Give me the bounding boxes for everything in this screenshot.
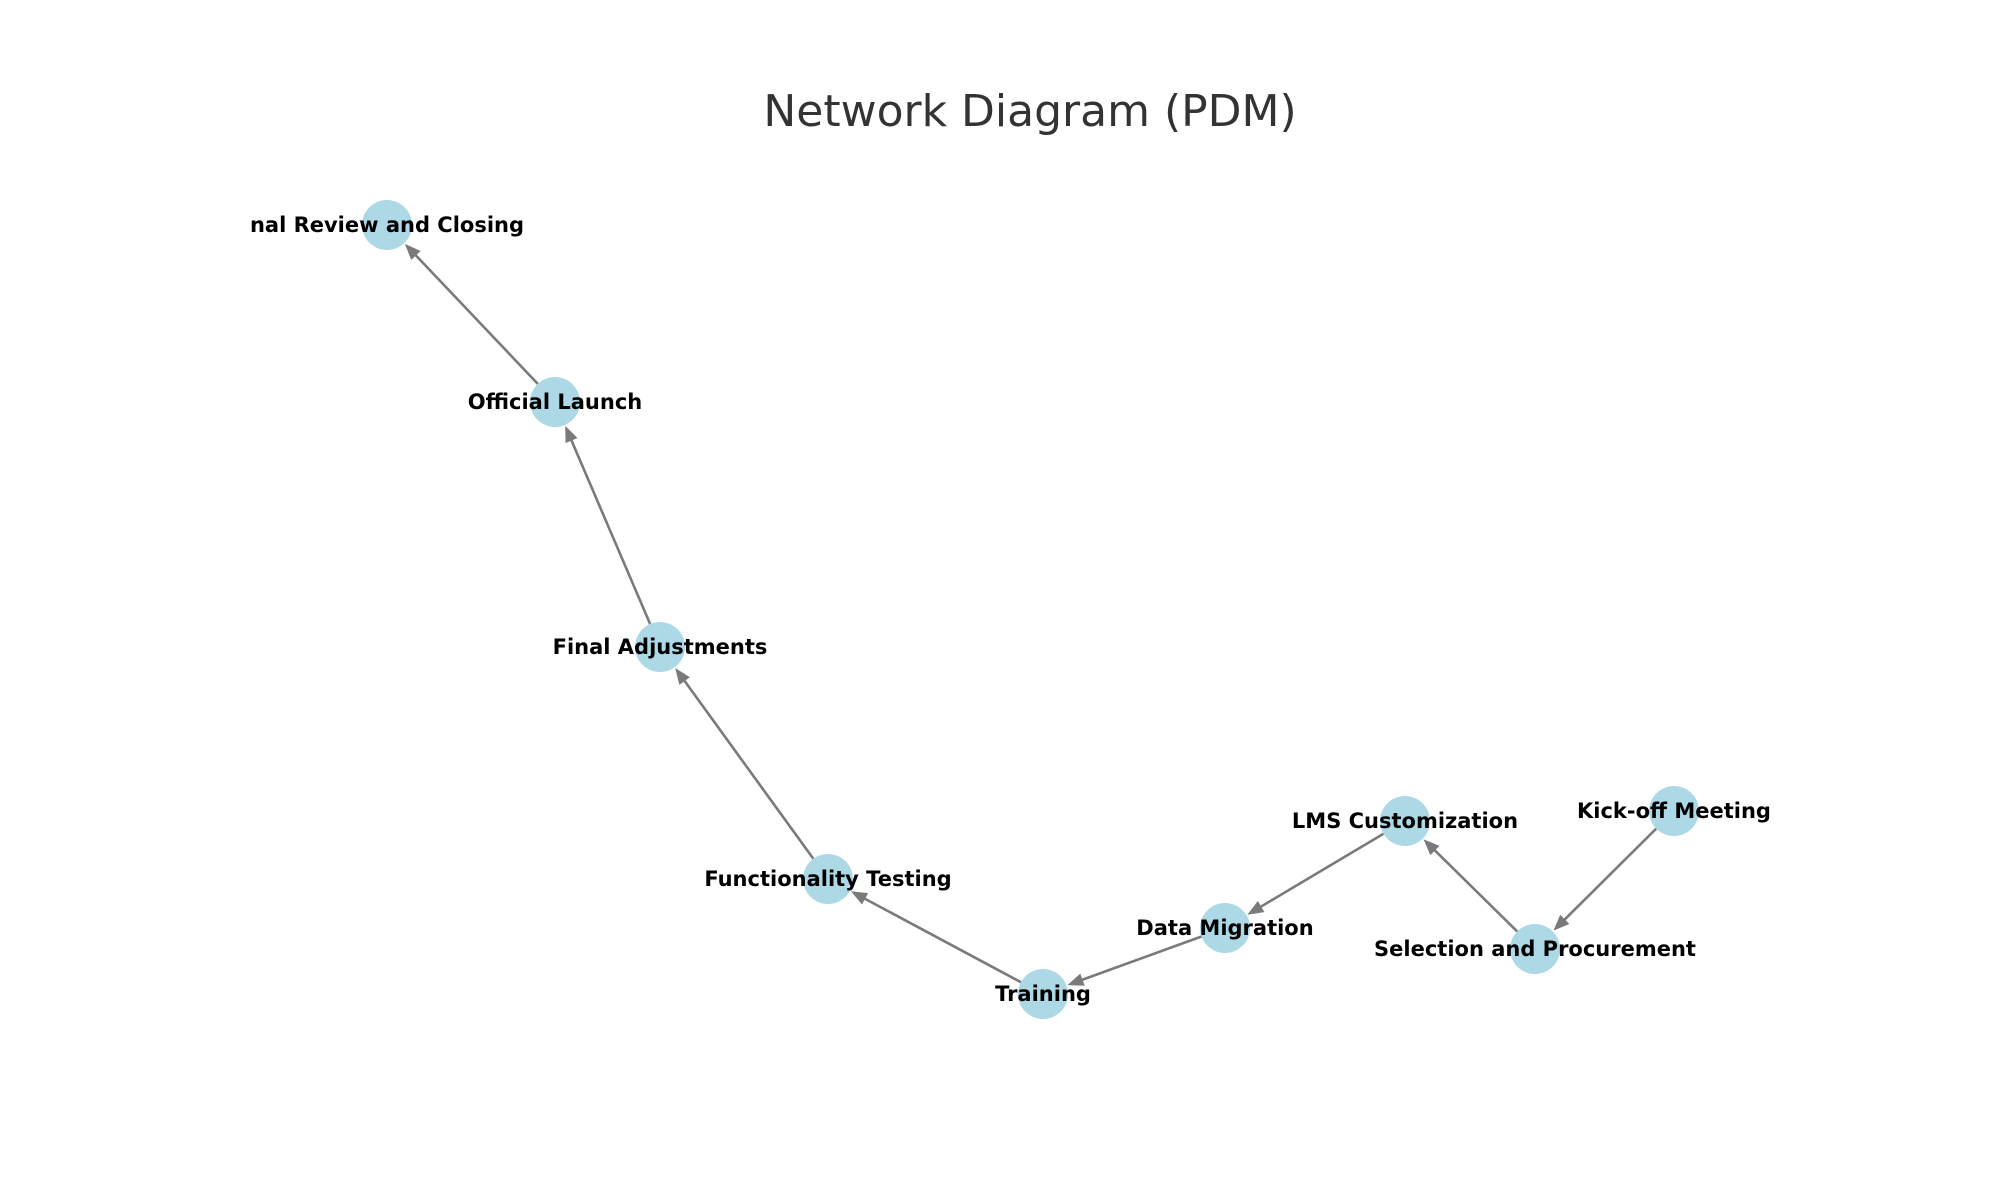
node-label-adjust: Final Adjustments: [553, 635, 768, 659]
node-lms: [1380, 796, 1430, 846]
edge-line: [1432, 848, 1519, 933]
node-label-migration: Data Migration: [1136, 916, 1313, 940]
edge-selection-to-lms: [1423, 839, 1519, 933]
node-testing: [803, 854, 853, 904]
arrowhead: [404, 243, 421, 260]
node-closing: [362, 200, 412, 250]
node-kickoff: [1649, 786, 1699, 836]
edge-kickoff-to-selection: [1553, 827, 1658, 931]
node-label-kickoff: Kick-off Meeting: [1577, 799, 1771, 823]
arrowhead: [565, 425, 578, 444]
edge-line: [413, 253, 539, 385]
node-launch: [530, 377, 580, 427]
edge-migration-to-training: [1067, 935, 1202, 986]
arrowhead: [1423, 839, 1440, 856]
edges-layer: [404, 243, 1658, 986]
edge-line: [1562, 827, 1658, 922]
edge-testing-to-adjust: [675, 668, 815, 860]
edge-training-to-testing: [850, 891, 1022, 984]
node-label-testing: Functionality Testing: [704, 867, 951, 891]
node-adjust: [635, 622, 685, 672]
edge-line: [569, 438, 652, 625]
nodes-layer: [362, 200, 1699, 1019]
node-label-closing: nal Review and Closing: [250, 213, 524, 237]
node-training: [1018, 969, 1068, 1019]
node-label-launch: Official Launch: [468, 390, 642, 414]
arrowhead: [1553, 914, 1570, 931]
arrowhead: [675, 668, 690, 685]
edge-line: [862, 896, 1022, 984]
node-label-training: Training: [995, 982, 1091, 1006]
arrowhead: [1247, 900, 1265, 915]
edge-lms-to-migration: [1247, 832, 1385, 915]
edge-line: [682, 678, 815, 860]
arrowhead: [1067, 973, 1085, 986]
edge-adjust-to-launch: [565, 425, 652, 625]
edge-line: [1080, 935, 1202, 982]
edge-line: [1258, 832, 1385, 909]
node-label-lms: LMS Customization: [1292, 809, 1518, 833]
arrowhead: [850, 891, 869, 905]
node-label-selection: Selection and Procurement: [1374, 937, 1696, 961]
node-migration: [1200, 903, 1250, 953]
diagram-title: Network Diagram (PDM): [763, 86, 1296, 137]
node-selection: [1510, 924, 1560, 974]
edge-launch-to-closing: [404, 243, 539, 385]
